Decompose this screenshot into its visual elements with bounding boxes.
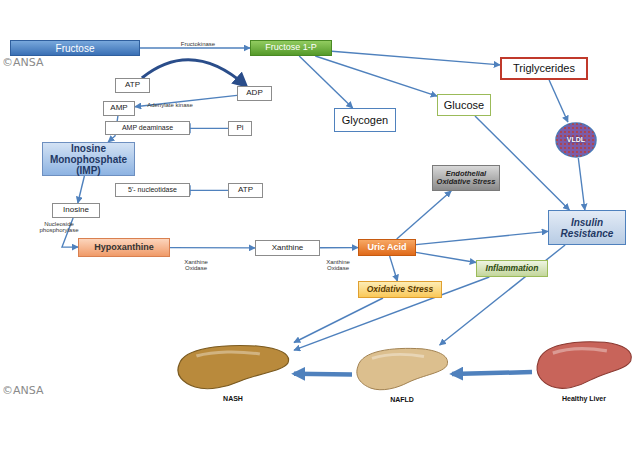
- liver-illustration: NAFLD: [352, 345, 452, 405]
- metabolite-box: Inosine Monophosphate (IMP): [42, 142, 135, 176]
- node-text: Inosine: [63, 206, 89, 215]
- node-text: ATP: [125, 81, 140, 90]
- node-text: ADP: [246, 89, 262, 98]
- node-text: Triglycerides: [513, 62, 575, 74]
- pathway-arrow: [299, 56, 353, 108]
- liver-shape: [178, 346, 289, 389]
- node-text: AMP: [110, 104, 127, 113]
- enzyme-label: Adenylate kinase: [130, 102, 210, 108]
- node-text: Fructose: [56, 43, 95, 54]
- inhibition-line: [190, 185, 228, 195]
- metabolite-box: Inosine: [52, 203, 100, 218]
- effect-box: Oxidative Stress: [358, 281, 442, 298]
- enzyme-box: 5'- nucleotidase: [115, 183, 190, 197]
- liver-illustration: NASH: [172, 342, 294, 404]
- molecule-box: ATP: [115, 78, 150, 93]
- liver-drawing: [172, 342, 294, 392]
- pathway-arrow: [416, 252, 476, 262]
- watermark: ©ANSA: [2, 56, 43, 69]
- node-text: Xanthine: [272, 244, 304, 253]
- enzyme-label: Fructokinase: [168, 41, 228, 47]
- node-text: Inosine Monophosphate (IMP): [45, 143, 132, 176]
- node-text: Inflammation: [486, 264, 539, 273]
- node-text: ATP: [238, 186, 253, 195]
- node-text: Pi: [236, 124, 243, 133]
- effect-box: Endothelial Oxidative Stress: [432, 165, 500, 191]
- node-text: Oxidative Stress: [367, 285, 434, 294]
- node-text: AMP deaminase: [122, 124, 173, 132]
- pathway-arrow: [78, 176, 85, 203]
- product-box: Glucose: [437, 94, 491, 116]
- liver-drawing: [532, 338, 636, 392]
- substrate-box: Fructose: [10, 40, 140, 56]
- node-text: Healthy Liver: [562, 395, 606, 403]
- liver-shape: [357, 348, 448, 389]
- pathway-arrow: [390, 256, 398, 281]
- liver-highlight: [196, 352, 259, 356]
- pathway-arrow: [294, 371, 352, 376]
- pathway-arrow: [416, 231, 548, 244]
- node-text: VLDL: [567, 136, 585, 144]
- pathway-arrow: [142, 60, 246, 86]
- product-box: Triglycerides: [500, 57, 588, 80]
- metabolite-box: Hypoxanthine: [78, 238, 170, 257]
- node-text: 5'- nucleotidase: [128, 186, 177, 194]
- pathway-arrow: [397, 191, 452, 239]
- liver-highlight: [372, 355, 424, 359]
- pathway-arrow: [332, 51, 500, 65]
- enzyme-label: Xanthine Oxidase: [318, 259, 358, 272]
- lipoprotein-particle: VLDL: [555, 122, 597, 158]
- metabolite-box: Xanthine: [255, 240, 320, 256]
- node-text: Fructose 1-P: [265, 43, 317, 53]
- enzyme-box: AMP deaminase: [105, 121, 190, 135]
- node-text: Hypoxanthine: [94, 243, 154, 253]
- enzyme-label: Xanthine Oxidase: [176, 259, 216, 272]
- pathway-arrow: [452, 372, 532, 374]
- node-text: NASH: [223, 395, 243, 403]
- effect-box: Insulin Resistance: [548, 210, 626, 245]
- pathway-arrow: [140, 47, 250, 48]
- liver-illustration: Healthy Liver: [532, 338, 636, 404]
- liver-shape: [537, 342, 631, 389]
- product-box: Glycogen: [334, 108, 396, 132]
- node-text: Glycogen: [342, 114, 388, 126]
- node-text: Endothelial Oxidative Stress: [435, 170, 497, 187]
- liver-highlight: [553, 349, 607, 353]
- watermark: ©ANSA: [2, 384, 43, 397]
- molecule-box: Pi: [228, 121, 252, 136]
- molecule-box: ADP: [237, 86, 272, 101]
- node-text: Insulin Resistance: [551, 217, 623, 239]
- pathway-arrow: [320, 247, 358, 249]
- pathway-arrow: [475, 116, 569, 210]
- metabolite-box: Uric Acid: [358, 239, 416, 256]
- pathway-arrow: [294, 277, 489, 350]
- molecule-box: AMP: [103, 101, 135, 116]
- pathway-arrow: [578, 158, 585, 210]
- molecule-box: ATP: [228, 183, 263, 198]
- effect-box: Inflammation: [476, 260, 548, 277]
- enzyme-label: Nucleoside phosphorylase: [38, 221, 80, 234]
- node-text: Uric Acid: [367, 243, 406, 253]
- pathway-arrow: [170, 247, 255, 249]
- liver-drawing: [352, 345, 452, 393]
- lipoprotein-shell: [556, 123, 596, 157]
- pathway-arrow: [549, 80, 568, 122]
- inhibition-line: [190, 123, 228, 133]
- product-box: Fructose 1-P: [250, 40, 332, 56]
- pathway-arrow: [440, 245, 565, 345]
- node-text: Glucose: [444, 99, 484, 111]
- lipoprotein-surface: [556, 123, 596, 157]
- node-text: NAFLD: [390, 396, 414, 404]
- pathway-arrow: [294, 298, 383, 343]
- pathway-arrow: [315, 56, 437, 96]
